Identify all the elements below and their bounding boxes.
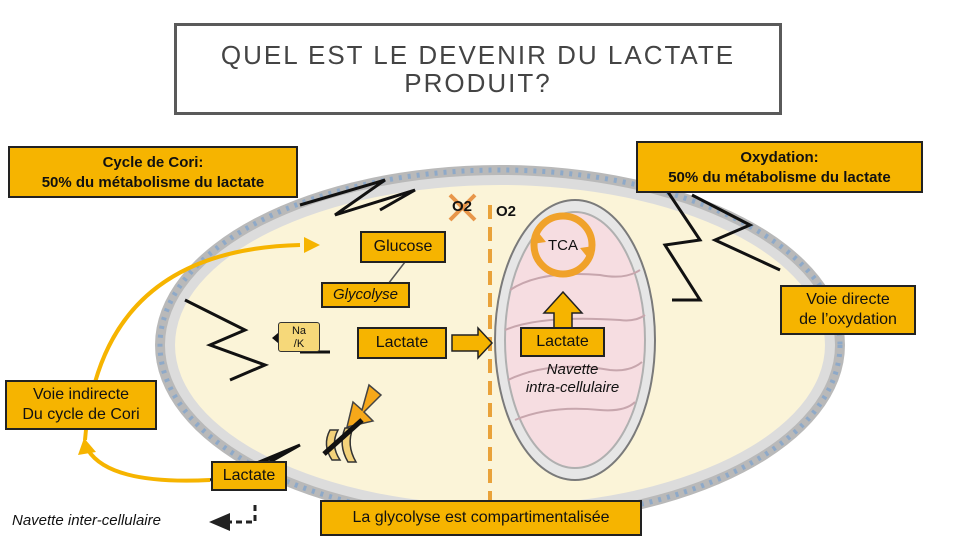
page-title-line1: QUEL EST LE DEVENIR DU LACTATE	[220, 40, 736, 70]
o2-blocked-label: O2	[452, 198, 473, 215]
cori-cycle-box: Cycle de Cori: 50% du métabolisme du lac…	[8, 146, 298, 198]
voie-directe-box: Voie directe de l’oxydation	[780, 285, 916, 335]
oxydation-share: 50% du métabolisme du lactate	[668, 169, 891, 186]
voie-directe-line1: Voie directe	[806, 291, 890, 308]
right-arrow-icon	[451, 326, 494, 360]
lactate-cytosol-box: Lactate	[357, 327, 447, 359]
na-label: Na	[291, 325, 307, 337]
compartiment-box: La glycolyse est compartimentalisée	[320, 500, 642, 536]
navette-intra-line2: intra-cellulaire	[525, 379, 620, 396]
glucose-box: Glucose	[360, 231, 446, 263]
navette-dashed-link	[209, 505, 257, 531]
navette-intra-label: Navette intra-cellulaire	[505, 361, 640, 397]
voie-indirecte-box: Voie indirecte Du cycle de Cori	[5, 380, 157, 430]
voie-indirecte-line2: Du cycle de Cori	[22, 406, 140, 423]
cori-lower-arrowhead	[78, 438, 96, 455]
o2-open-label: O2	[496, 203, 517, 220]
navette-intra-line1: Navette	[546, 361, 599, 378]
glycolyse-box: Glycolyse	[321, 282, 410, 308]
cori-return-arrowhead	[304, 237, 320, 253]
title-box: QUEL EST LE DEVENIR DU LACTATE PRODUIT?	[174, 23, 782, 115]
navette-inter-label: Navette inter-cellulaire	[12, 512, 161, 529]
lactate-out-box: Lactate	[211, 461, 287, 491]
tca-cycle-icon	[530, 212, 596, 278]
oxydation-box: Oxydation: 50% du métabolisme du lactate	[636, 141, 923, 193]
voie-indirecte-line1: Voie indirecte	[32, 386, 130, 403]
transporter-icon	[322, 418, 364, 463]
voie-directe-line2: de l’oxydation	[799, 311, 897, 328]
oxydation-title: Oxydation:	[740, 149, 819, 166]
cori-lower-arrow	[86, 448, 211, 483]
lactate-mito-box: Lactate	[520, 327, 605, 357]
page-title-line2: PRODUIT?	[404, 68, 552, 98]
na-k-label: Na /K	[278, 322, 320, 352]
cori-cycle-share: 50% du métabolisme du lactate	[41, 174, 265, 191]
cori-cycle-title: Cycle de Cori:	[102, 154, 204, 171]
tca-label: TCA	[548, 237, 578, 254]
k-label: /K	[293, 338, 305, 350]
o2-blocked-cross-icon	[448, 193, 477, 222]
lightning-icons	[184, 178, 781, 482]
